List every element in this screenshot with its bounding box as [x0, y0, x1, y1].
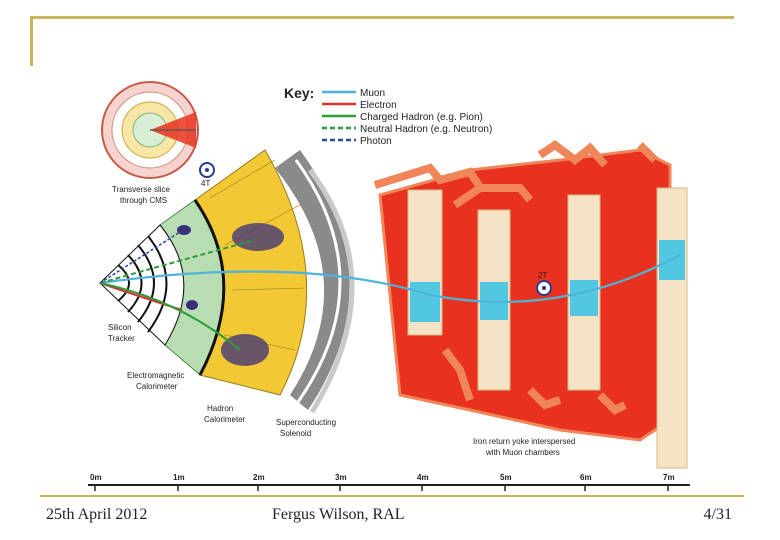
scale-tick-label: 1m [173, 473, 185, 482]
scale-tick-label: 5m [500, 473, 512, 482]
frame-bottom-rule [40, 495, 744, 497]
key-item-label: Photon [360, 136, 392, 147]
label-solenoid-1: Superconducting [276, 418, 336, 427]
label-tracker-1: Silicon [108, 323, 132, 332]
scale-tick-label: 7m [663, 473, 675, 482]
label-transverse-2: through CMS [120, 196, 167, 205]
key-item-label: Charged Hadron (e.g. Pion) [360, 112, 483, 123]
field-label-inner: 4T [201, 179, 210, 188]
scale-tick-label: 3m [335, 473, 347, 482]
superconducting-solenoid [275, 150, 355, 414]
label-hadron-2: Calorimeter [204, 415, 246, 424]
label-tracker-2: Tracker [108, 334, 135, 343]
field-label-outer: 2T [538, 271, 547, 280]
key-item-label: Electron [360, 100, 397, 111]
frame-top-rule [30, 16, 734, 19]
scale-ticks: 0m 1m 2m 3m 4m 5m 6m 7m [90, 473, 675, 491]
footer-date: 25th April 2012 [46, 506, 148, 523]
transverse-slice-inset [101, 81, 199, 179]
label-solenoid-2: Solenoid [280, 429, 311, 438]
scale-tick-label: 4m [417, 473, 429, 482]
footer-page-number: 4/31 [703, 506, 732, 523]
particle-tracks [99, 231, 681, 351]
label-transverse-1: Transverse slice [112, 185, 170, 194]
key-title: Key: [284, 85, 314, 101]
scale-tick-label: 2m [253, 473, 265, 482]
label-yoke-1: Iron return yoke interspersed [473, 437, 575, 446]
frame-left-rule [30, 16, 33, 66]
label-hadron-1: Hadron [207, 404, 233, 413]
key-item-label: Neutral Hadron (e.g. Neutron) [360, 124, 492, 135]
footer-author: Fergus Wilson, RAL [272, 506, 405, 523]
silicon-tracker [99, 199, 226, 376]
label-yoke-2: with Muon chambers [485, 448, 560, 457]
scale-tick-label: 6m [580, 473, 592, 482]
scale-tick-label: 0m [90, 473, 102, 482]
label-em-1: Electromagnetic [127, 371, 184, 380]
label-em-2: Calorimeter [136, 382, 178, 391]
key-item-label: Muon [360, 88, 385, 99]
